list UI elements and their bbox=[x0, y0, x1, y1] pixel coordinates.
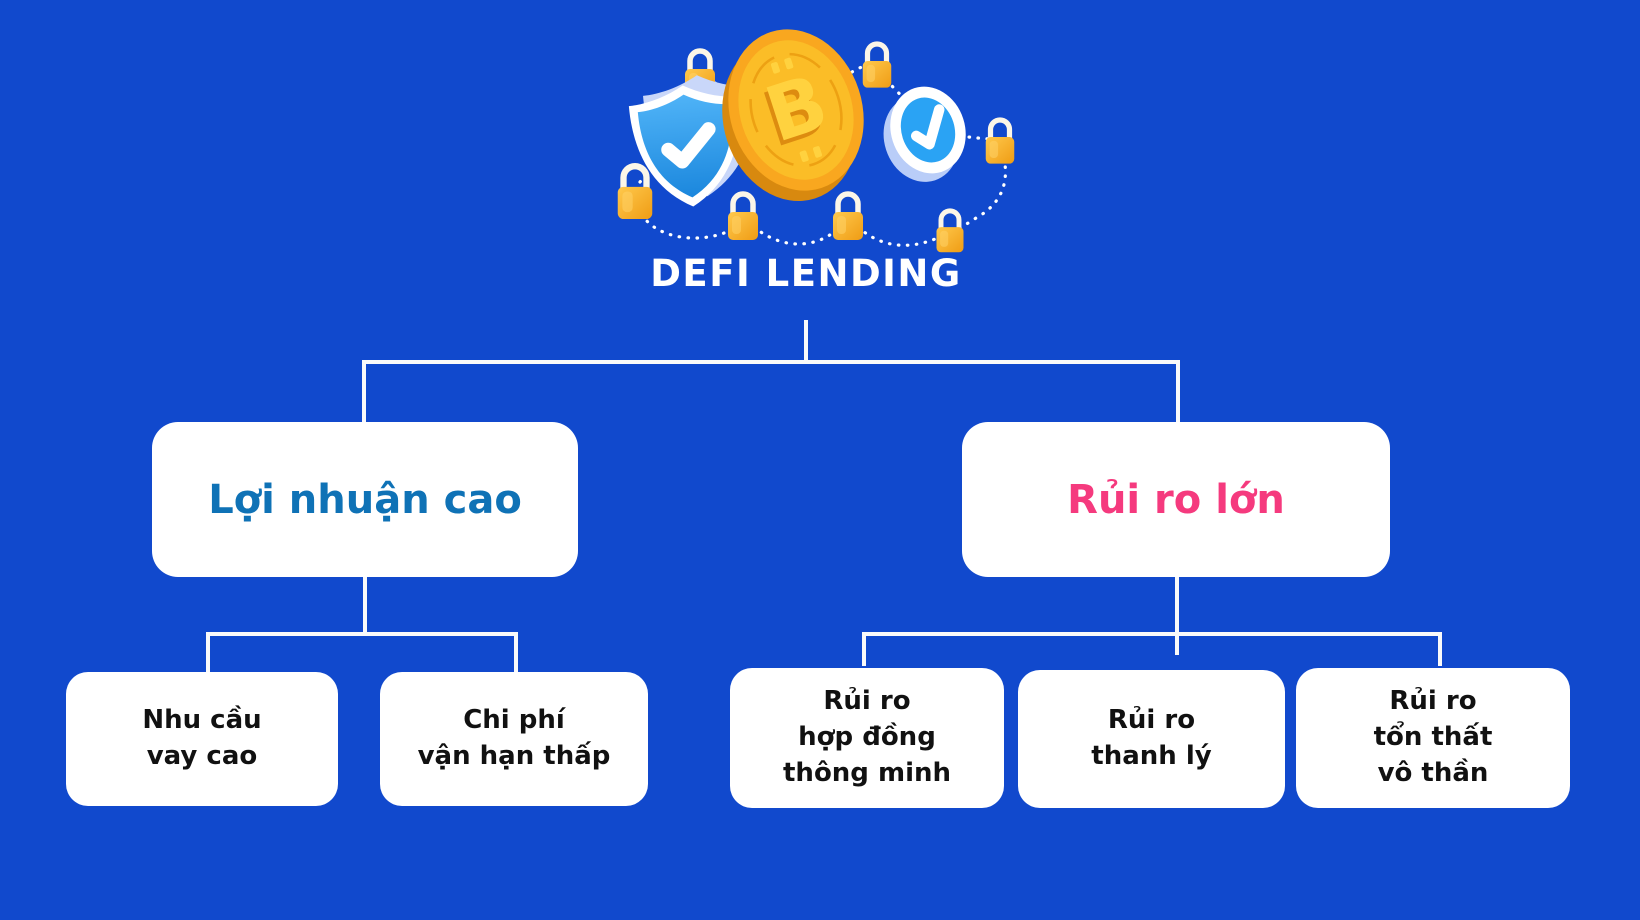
connector-line bbox=[362, 360, 366, 424]
shield-check-icon bbox=[627, 70, 763, 212]
leaf-label: Rủi ro tổn thất vô thần bbox=[1373, 686, 1493, 788]
check-badge-icon bbox=[883, 86, 966, 182]
branch-box-loi-nhuan-cao: Lợi nhuận cao bbox=[152, 422, 578, 577]
leaf-label: Rủi ro hợp đồng thông minh bbox=[783, 686, 951, 788]
connector-line bbox=[206, 632, 210, 674]
connector-line bbox=[362, 360, 1180, 364]
leaf-box-nhu-cau-vay-cao: Nhu cầu vay cao bbox=[66, 672, 338, 806]
leaf-label: Rủi ro thanh lý bbox=[1091, 705, 1212, 771]
connector-line bbox=[804, 320, 808, 362]
leaf-box-rui-ro-ton-that: Rủi ro tổn thất vô thần bbox=[1296, 668, 1570, 808]
connector-line bbox=[514, 632, 518, 674]
leaf-box-rui-ro-thanh-ly: Rủi ro thanh lý bbox=[1018, 670, 1285, 808]
padlock-icon bbox=[986, 120, 1015, 164]
connector-line bbox=[1175, 575, 1179, 655]
branch-label: Rủi ro lớn bbox=[1067, 476, 1285, 523]
crypto-security-illustration: B B bbox=[556, 29, 1056, 261]
padlock-icon bbox=[728, 194, 758, 240]
connector-line bbox=[862, 632, 1442, 636]
connector-line bbox=[1438, 632, 1442, 666]
padlock-icon bbox=[863, 44, 892, 88]
leaf-box-rui-ro-hop-dong-thong-minh: Rủi ro hợp đồng thông minh bbox=[730, 668, 1004, 808]
branch-label: Lợi nhuận cao bbox=[208, 476, 522, 523]
connector-line bbox=[363, 575, 367, 635]
leaf-label: Nhu cầu vay cao bbox=[142, 705, 262, 771]
padlock-icon bbox=[833, 194, 863, 240]
connector-line bbox=[206, 632, 518, 636]
connector-line bbox=[862, 632, 866, 666]
connector-line bbox=[1176, 360, 1180, 424]
padlock-icon bbox=[618, 166, 653, 219]
padlock-icon bbox=[937, 211, 964, 252]
branch-box-rui-ro-lon: Rủi ro lớn bbox=[962, 422, 1390, 577]
leaf-label: Chi phí vận hạn thấp bbox=[417, 705, 611, 771]
bitcoin-coin-icon: B B bbox=[722, 29, 864, 201]
leaf-box-chi-phi-van-hanh-thap: Chi phí vận hạn thấp bbox=[380, 672, 648, 806]
page-title: DEFI LENDING bbox=[650, 252, 962, 295]
